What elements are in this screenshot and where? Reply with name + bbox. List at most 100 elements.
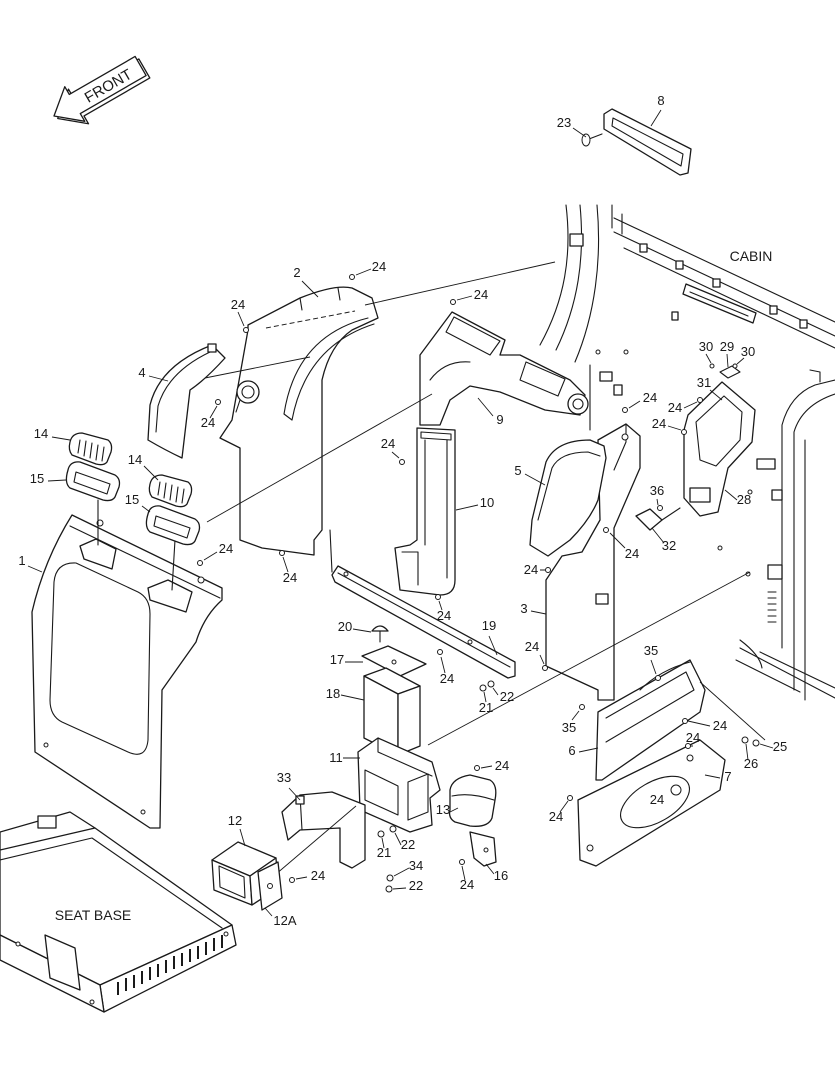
part-3-panel (545, 423, 641, 701)
callout-21: 21 (377, 845, 391, 860)
part-8-plate (603, 108, 692, 176)
callout-26: 26 (744, 756, 758, 771)
leader-dashed-2 (265, 310, 356, 329)
leader-2-to-cabin (364, 261, 556, 306)
callout-15: 15 (30, 471, 44, 486)
cabin-label: CABIN (730, 248, 773, 264)
callout-8: 8 (657, 93, 664, 108)
callout-11: 11 (329, 750, 343, 765)
screw-icon (349, 274, 355, 280)
callout-32: 32 (662, 538, 676, 553)
callout-29: 29 (720, 339, 734, 354)
part-9-duct (419, 311, 589, 426)
callout-24: 24 (474, 287, 488, 302)
cabin: CABIN (539, 204, 835, 701)
callout-7: 7 (724, 769, 731, 784)
leader-15-to-9 (206, 393, 433, 523)
callout-24: 24 (219, 541, 233, 556)
callout-21: 21 (479, 700, 493, 715)
part-2-trim-panel (219, 286, 379, 573)
callout-3: 3 (520, 601, 527, 616)
callout-24: 24 (650, 792, 664, 807)
screw-icon (289, 877, 295, 883)
bolt-icon (377, 830, 385, 838)
callout-33: 33 (277, 770, 291, 785)
screw-icon (459, 859, 465, 865)
callout-24: 24 (311, 868, 325, 883)
bolt-icon (386, 874, 394, 882)
screw-icon (567, 795, 573, 801)
part-16-bracket (469, 831, 497, 867)
part-14-grille-left (68, 432, 113, 466)
callout-17: 17 (330, 652, 344, 667)
callout-24: 24 (549, 809, 563, 824)
front-arrow-icon: FRONT (53, 55, 151, 125)
screw-icon (279, 550, 285, 556)
callout-24: 24 (460, 877, 474, 892)
screw-icon (435, 594, 441, 600)
screw-icon (732, 363, 738, 369)
callout-10: 10 (480, 495, 494, 510)
callout-15: 15 (125, 492, 139, 507)
part-1-panel (31, 499, 223, 829)
seat-base: SEAT BASE (0, 811, 237, 1013)
screw-icon (682, 718, 688, 724)
part-4-cover (147, 343, 226, 459)
screw-icon (437, 649, 443, 655)
screw-icon (709, 363, 715, 369)
screw-icon (399, 459, 405, 465)
callout-35: 35 (562, 720, 576, 735)
part-6-plate (595, 659, 706, 781)
bolt-23-icon (581, 133, 603, 147)
callout-24: 24 (525, 639, 539, 654)
screw-icon (450, 299, 456, 305)
callout-23: 23 (557, 115, 571, 130)
callout-24: 24 (713, 718, 727, 733)
callout-24: 24 (201, 415, 215, 430)
part-7-panel (577, 739, 726, 867)
part-28-bracket (683, 365, 756, 517)
part-32-connector (635, 505, 681, 531)
screw-icon (545, 567, 551, 573)
callout-24: 24 (372, 259, 386, 274)
screw-icon (603, 527, 609, 533)
callout-22: 22 (409, 878, 423, 893)
bolt-icon (389, 825, 397, 833)
callout-24: 24 (437, 608, 451, 623)
callout-28: 28 (737, 492, 751, 507)
leader-4-to-2 (204, 356, 311, 379)
screw-icon (579, 704, 585, 710)
part-11-bracket (357, 737, 441, 833)
callout-24: 24 (231, 297, 245, 312)
callout-13: 13 (436, 802, 450, 817)
screw-icon (681, 429, 687, 435)
callout-34: 34 (409, 858, 423, 873)
screw-icon (655, 675, 661, 681)
part-20-clip (371, 625, 389, 643)
callout-30: 30 (699, 339, 713, 354)
callout-12: 12 (228, 813, 242, 828)
callout-24: 24 (643, 390, 657, 405)
callout-24: 24 (440, 671, 454, 686)
part-15-frame-left (65, 461, 121, 502)
part-15-frame-right (145, 505, 201, 546)
callout-14: 14 (34, 426, 48, 441)
callout-35: 35 (644, 643, 658, 658)
screw-icon (243, 327, 249, 333)
callout-24: 24 (652, 416, 666, 431)
callout-24: 24 (495, 758, 509, 773)
callout-24: 24 (686, 730, 700, 745)
callout-24: 24 (381, 436, 395, 451)
callout-9: 9 (496, 412, 503, 427)
callout-36: 36 (650, 483, 664, 498)
callout-14: 14 (128, 452, 142, 467)
part-14-grille-right (148, 474, 193, 508)
callout-6: 6 (568, 743, 575, 758)
part-33-plate (281, 791, 366, 869)
part-18-module (363, 667, 421, 756)
leader-11-to-cabin (427, 571, 751, 746)
part-12a-bracket (257, 861, 283, 911)
screw-icon (622, 407, 628, 413)
screw-icon (685, 743, 691, 749)
